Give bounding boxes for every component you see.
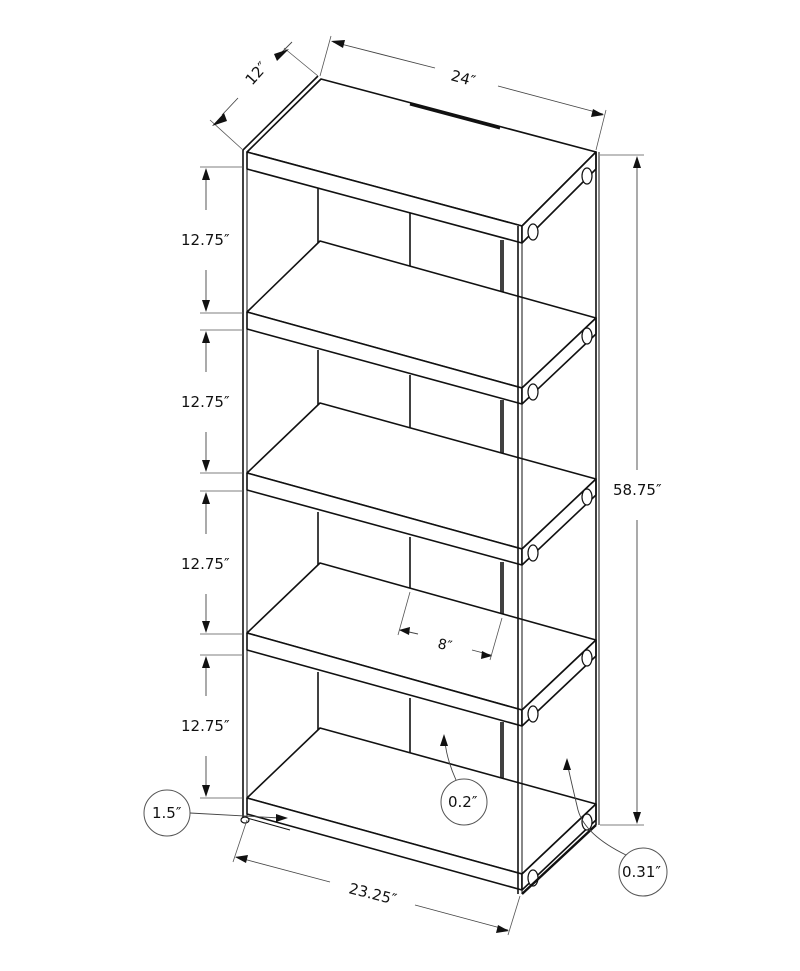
dim-shelf-spacing-3: 12.75″ [181, 490, 243, 635]
svg-text:12.75″: 12.75″ [181, 393, 230, 411]
shelf-3 [246, 402, 597, 566]
dim-width: 24″ [319, 35, 607, 151]
shelf-bottom [246, 727, 597, 895]
svg-text:58.75″: 58.75″ [613, 481, 662, 499]
callout-back-panel: 0.2″ [440, 734, 488, 826]
dim-shelf-spacing-1: 12.75″ [181, 166, 243, 314]
svg-text:1.5″: 1.5″ [152, 804, 182, 822]
callout-base-clearance: 1.5″ [143, 789, 288, 837]
base-foot [240, 816, 250, 824]
svg-text:12.75″: 12.75″ [181, 231, 230, 249]
right-side-panel [517, 152, 600, 894]
svg-text:0.2″: 0.2″ [448, 793, 478, 811]
dim-height: 58.75″ [600, 154, 662, 826]
svg-text:8″: 8″ [436, 636, 453, 655]
dim-shelf-spacing-4: 12.75″ [181, 654, 243, 799]
svg-text:12.75″: 12.75″ [181, 555, 230, 573]
svg-text:24″: 24″ [449, 66, 478, 90]
svg-text:0.31″: 0.31″ [622, 863, 661, 881]
dim-inner-panel: 8″ [397, 591, 503, 661]
shelf-4 [246, 562, 597, 727]
shelf-top [246, 78, 597, 244]
dim-shelf-spacing-2: 12.75″ [181, 329, 243, 474]
svg-text:12″: 12″ [242, 58, 272, 89]
svg-text:12.75″: 12.75″ [181, 717, 230, 735]
shelf-2 [246, 240, 597, 405]
back-panels [317, 188, 504, 784]
callout-side-panel: 0.31″ [563, 758, 668, 897]
svg-text:23.25″: 23.25″ [347, 879, 399, 908]
